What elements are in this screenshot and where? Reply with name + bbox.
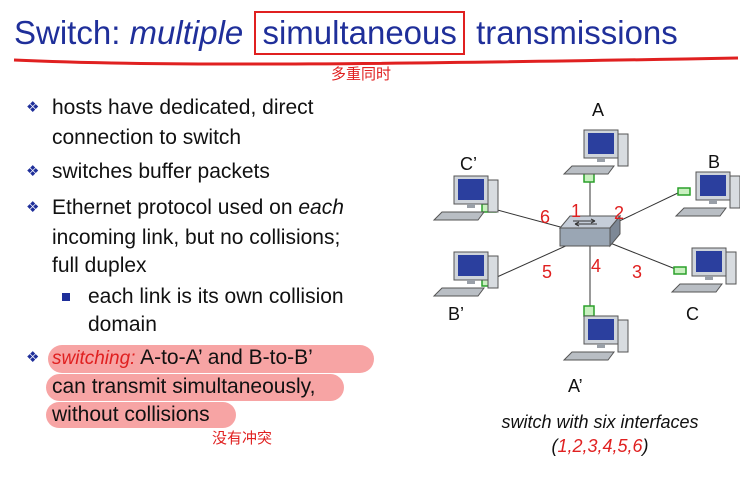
bullet-text: full duplex — [52, 254, 147, 277]
label-host-b-prime: B’ — [448, 304, 464, 324]
host-a-prime-computer-icon — [563, 315, 629, 361]
switch-icon — [558, 214, 622, 248]
slide-title: Switch: multiple simultaneous transmissi… — [14, 10, 678, 56]
bullet-diamond-icon: ❖ — [26, 199, 40, 216]
bullet-text-part: s — [199, 403, 210, 426]
host-b-prime-computer-icon — [433, 251, 499, 297]
label-host-a-prime: A’ — [568, 376, 583, 396]
highlight-stroke-1 — [48, 345, 374, 373]
bullet-text: connection to switch — [52, 126, 242, 149]
title-text-simultaneous-boxed: simultaneous — [254, 11, 465, 55]
label-host-c-prime: C’ — [460, 154, 477, 174]
highlight-stroke-3 — [46, 402, 236, 428]
bullet-text: Ethernet protocol used on each — [52, 194, 344, 222]
port-number-6: 6 — [540, 207, 550, 227]
square-bullet-icon — [62, 293, 70, 301]
title-underline — [13, 56, 739, 66]
host-c-prime-computer-icon — [433, 175, 499, 221]
bullet-diamond-icon: ❖ — [26, 349, 40, 366]
port-number-5: 5 — [542, 262, 552, 282]
diagram-caption: switch with six interfaces (1,2,3,4,5,6) — [470, 410, 730, 458]
bullet-text: can transmit simultaneously, — [52, 373, 315, 401]
label-host-b: B — [708, 152, 720, 172]
sub-bullet-text: domain — [88, 313, 157, 336]
bullet-text-part: Ethernet protocol used on — [52, 196, 299, 219]
sub-bullet-text: each link is its own collision — [88, 285, 344, 308]
title-text-transmissions: transmissions — [476, 14, 678, 51]
bullet-diamond-icon: ❖ — [26, 163, 40, 180]
bullet-text-each: each — [298, 196, 344, 219]
bullet-text-part: A-to-A’ and B-to-B’ — [135, 346, 313, 369]
caption-line-2: (1,2,3,4,5,6) — [470, 434, 730, 458]
bullet-text: without collisions — [52, 401, 210, 429]
bullet-text: hosts have dedicated, direct — [52, 96, 314, 119]
caption-line-1: switch with six interfaces — [501, 412, 699, 432]
highlight-stroke-2 — [46, 374, 344, 401]
label-host-a: A — [592, 100, 604, 120]
port-number-1: 1 — [571, 201, 581, 221]
bullet-text: switches buffer packets — [52, 160, 270, 183]
port-number-2: 2 — [614, 203, 624, 223]
title-text-multiple: multiple — [129, 14, 244, 51]
annotation-top: 多重同时 — [331, 66, 392, 83]
bullet-text-part: , — [309, 375, 316, 398]
port-number-3: 3 — [632, 262, 642, 282]
port-number-4: 4 — [591, 256, 601, 276]
switching-label: switching: — [52, 348, 136, 369]
switch-diagram: A B C A’ B’ C’ 1 2 3 4 5 6 — [433, 100, 740, 396]
bullet-diamond-icon: ❖ — [26, 99, 40, 116]
bullet-text: switching: A-to-A’ and B-to-B’ — [52, 344, 313, 373]
bullet-text: incoming link, but no collisions; — [52, 226, 341, 249]
bullet-text-part: can transmit simultaneously — [52, 375, 310, 398]
caption-paren-close: ) — [642, 436, 649, 456]
annotation-bottom: 没有冲突 — [212, 430, 273, 447]
title-text-switch: Switch: — [14, 14, 130, 51]
caption-paren-open: ( — [551, 436, 558, 456]
caption-ports: 1,2,3,4,5,6 — [557, 436, 643, 456]
label-host-c: C — [686, 304, 699, 324]
bullet-text-part: without collision — [52, 403, 200, 426]
host-a-computer-icon — [563, 129, 629, 175]
